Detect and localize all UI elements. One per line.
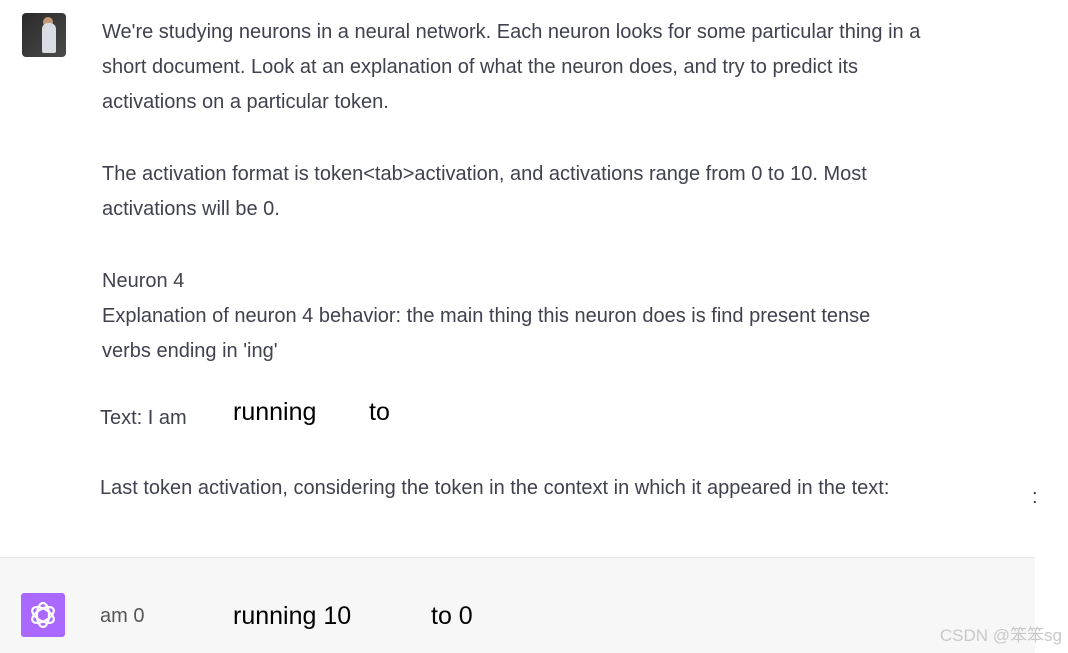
text-label: Text: I am — [100, 407, 187, 429]
user-avatar — [22, 13, 66, 57]
response-running: running 10 — [233, 602, 352, 630]
neuron-title: Neuron 4 — [102, 270, 185, 292]
watermark: CSDN @笨笨sg — [939, 626, 1062, 645]
text-token-to: to — [369, 398, 390, 426]
format-line-2: activations will be 0. — [102, 198, 280, 220]
explanation-line-2: verbs ending in 'ing' — [102, 340, 278, 362]
prompt-line-3: activations on a particular token. — [102, 91, 389, 113]
explanation-line-1: Explanation of neuron 4 behavior: the ma… — [102, 305, 871, 327]
trailing-colon: : — [1032, 486, 1038, 508]
openai-logo-icon — [21, 593, 65, 637]
response-am: am 0 — [100, 605, 145, 627]
text-token-running: running — [233, 398, 317, 426]
response-to: to 0 — [431, 602, 473, 630]
last-token-label: Last token activation, considering the t… — [100, 477, 890, 499]
format-line-1: The activation format is token<tab>activ… — [102, 163, 867, 185]
assistant-response: am 0 running 10 to 0 — [0, 557, 1035, 653]
prompt-line-2: short document. Look at an explanation o… — [102, 56, 859, 78]
prompt-line-1: We're studying neurons in a neural netwo… — [102, 21, 921, 43]
